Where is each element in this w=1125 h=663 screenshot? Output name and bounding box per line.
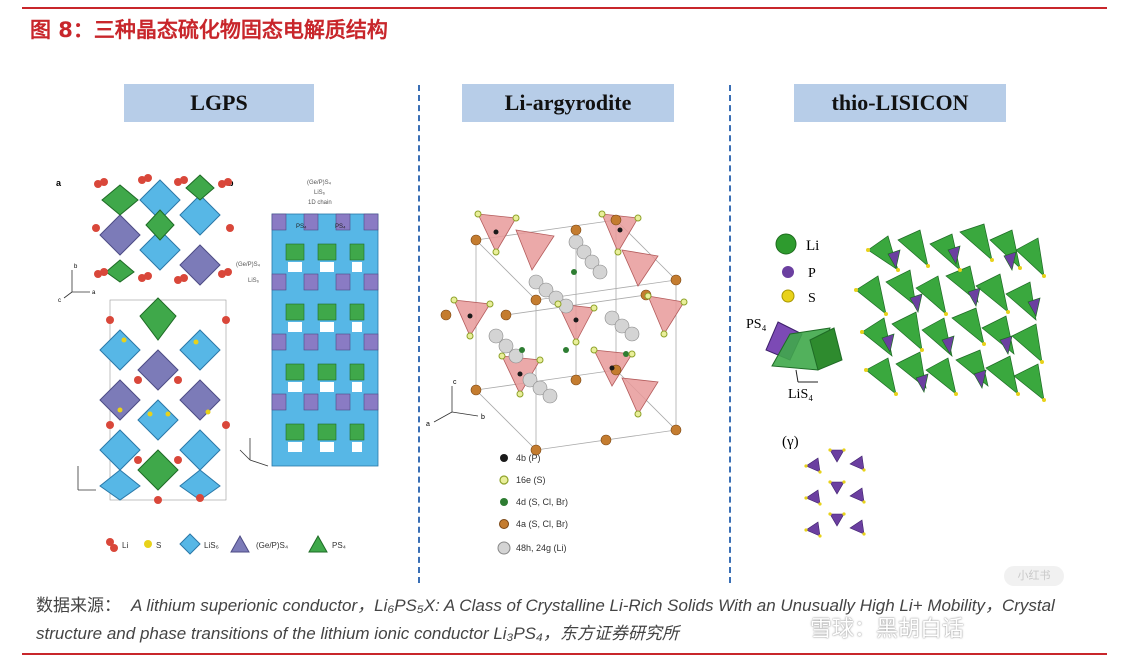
argyrodite-structure: c b a 4b (P) 16e (S) 4d (S, Cl, Br) 4a (… <box>426 210 688 555</box>
argyrodite-axis-b: b <box>481 414 485 421</box>
separator-left <box>418 85 420 583</box>
argyrodite-4d-sites <box>519 269 629 357</box>
lgps-legend-lis6: LiS₆ <box>204 541 219 550</box>
lgps-side-view <box>99 297 230 504</box>
argyrodite-legend-48h: 48h, 24g (Li) <box>516 543 567 553</box>
thio-legend-p: P <box>808 266 816 281</box>
lgps-chain-label-2: LiS₆ <box>314 190 326 196</box>
watermark-text: 雪球：黑胡白话 <box>810 617 965 642</box>
thio-inset <box>765 321 843 383</box>
panel-title-thio-lisicon: thio-LISICON <box>794 84 1006 122</box>
lgps-legend-li: Li <box>122 541 128 550</box>
argyrodite-axis-c: c <box>453 379 457 386</box>
lgps-axis-b: b <box>74 264 78 270</box>
lgps-sub-a: a <box>56 178 62 188</box>
figure-title: 图 8：三种晶态硫化物固态电解质结构 <box>30 18 388 42</box>
lgps-axes-b <box>239 438 269 467</box>
argyrodite-16e-sites <box>450 210 688 418</box>
argyrodite-legend: 4b (P) 16e (S) 4d (S, Cl, Br) 4a (S, Cl,… <box>497 453 568 555</box>
lgps-ps4-tag-2: PS₄ <box>335 224 346 230</box>
lgps-axis-a: a <box>92 290 96 296</box>
lgps-legend-s: S <box>156 541 161 550</box>
argyrodite-4b-sites <box>467 227 623 377</box>
lgps-chain-view <box>271 213 379 467</box>
thio-network <box>854 223 1046 402</box>
lgps-legend-gep: (Ge/P)S₄ <box>256 541 288 550</box>
thio-lis4-label: LiS₄ <box>788 387 813 402</box>
thio-lisicon-structure: Li P S PS₄ LiS₄ <box>746 223 1046 538</box>
lgps-top-view <box>92 174 234 286</box>
panel-title-lgps: LGPS <box>124 84 314 122</box>
argyrodite-legend-4b: 4b (P) <box>516 453 541 463</box>
lgps-legend: Li S LiS₆ (Ge/P)S₄ PS₄ <box>106 533 346 555</box>
lgps-side-label-1: (Ge/P)S₄ <box>236 262 261 268</box>
source-lead: 数据来源： <box>36 596 121 616</box>
watermark-badge: 小红书 <box>1004 566 1064 586</box>
argyrodite-axes <box>433 386 479 423</box>
separator-right <box>729 85 731 583</box>
top-rule <box>22 7 1107 9</box>
thio-legend: Li P S <box>775 233 819 306</box>
argyrodite-li-sites <box>488 234 640 404</box>
lgps-axes-top <box>63 270 90 299</box>
argyrodite-legend-16e: 16e (S) <box>516 475 546 485</box>
thio-legend-s: S <box>808 291 816 306</box>
thio-legend-li: Li <box>806 238 819 254</box>
lgps-legend-ps4: PS₄ <box>332 541 346 550</box>
lgps-chain-label-3: 1D chain <box>308 200 332 206</box>
lgps-ps4-tag-1: PS₄ <box>296 224 307 230</box>
lgps-structure: a b b a c <box>56 174 379 555</box>
thio-gamma-label: (γ) <box>782 434 799 450</box>
thio-gamma-tetrahedra <box>805 449 865 537</box>
source-refs: A lithium superionic conductor，Li₆PS₅X: … <box>36 596 1055 643</box>
argyrodite-legend-4d: 4d (S, Cl, Br) <box>516 497 568 507</box>
argyrodite-legend-4a: 4a (S, Cl, Br) <box>516 519 568 529</box>
lgps-axes-bottom <box>77 466 96 491</box>
lgps-chain-label-1: (Ge/P)S₄ <box>307 180 332 186</box>
source-note: 数据来源：A lithium superionic conductor，Li₆P… <box>36 592 1111 648</box>
thio-ps4-label: PS₄ <box>746 317 767 332</box>
lgps-side-label-2: LiS₆ <box>248 278 260 284</box>
bottom-rule <box>22 653 1107 655</box>
argyrodite-axis-a: a <box>426 421 430 428</box>
argyrodite-4a-sites <box>440 214 682 456</box>
panel-title-argyrodite: Li-argyrodite <box>462 84 674 122</box>
lgps-axis-c: c <box>58 298 61 304</box>
